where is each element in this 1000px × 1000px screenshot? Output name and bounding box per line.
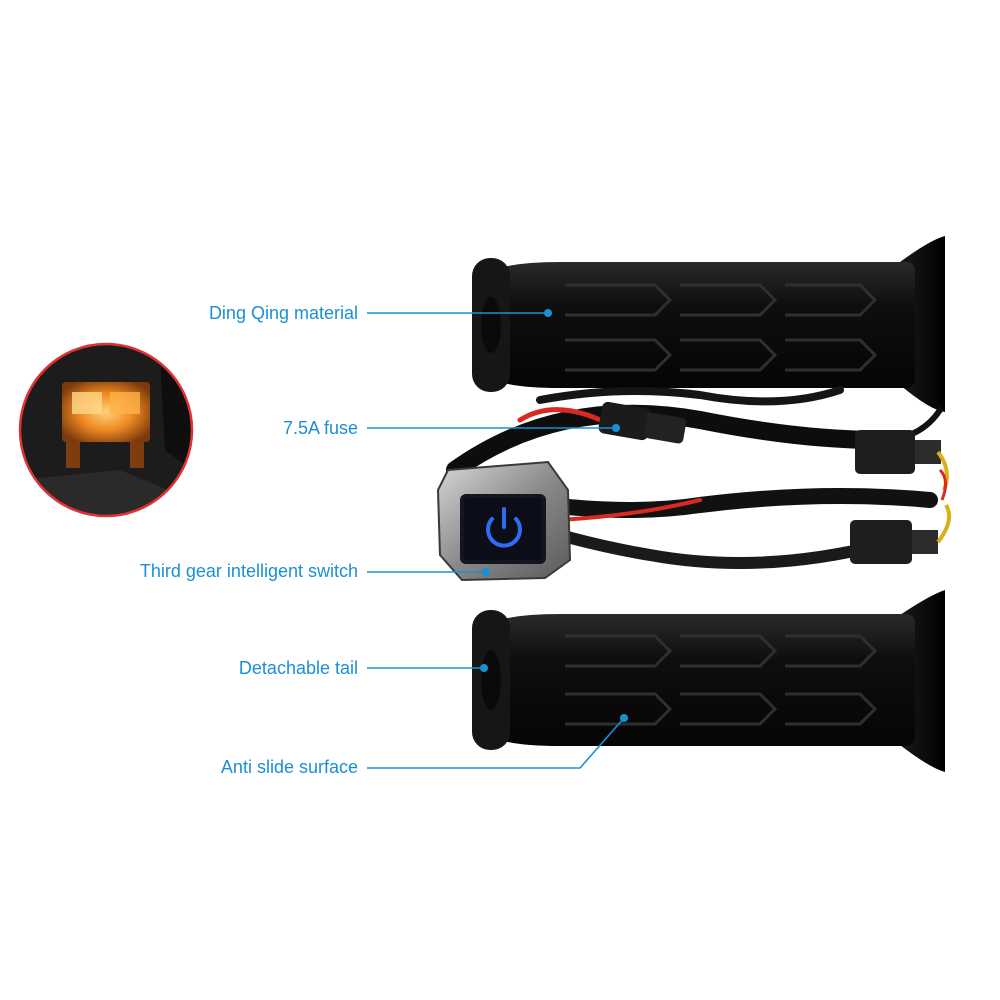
leader-surface (367, 714, 628, 769)
leader-switch (367, 568, 490, 576)
callout-surface-label: Anti slide surface (220, 757, 358, 777)
callout-tail-label: Detachable tail (238, 658, 358, 678)
leader-tail (367, 664, 488, 672)
top-grip (472, 236, 945, 412)
bottom-grip (472, 590, 945, 772)
power-icon (486, 507, 522, 548)
leader-material (367, 309, 552, 317)
callout-fuse-label: 7.5A fuse (282, 418, 358, 438)
callout-material-label: Ding Qing material (208, 303, 358, 323)
callout-switch-label: Third gear intelligent switch (139, 561, 358, 581)
callout-lines (367, 309, 628, 769)
leader-fuse (367, 424, 620, 432)
connectors (850, 430, 952, 564)
fuse-inset (18, 342, 194, 518)
fuse-holder (598, 401, 687, 444)
